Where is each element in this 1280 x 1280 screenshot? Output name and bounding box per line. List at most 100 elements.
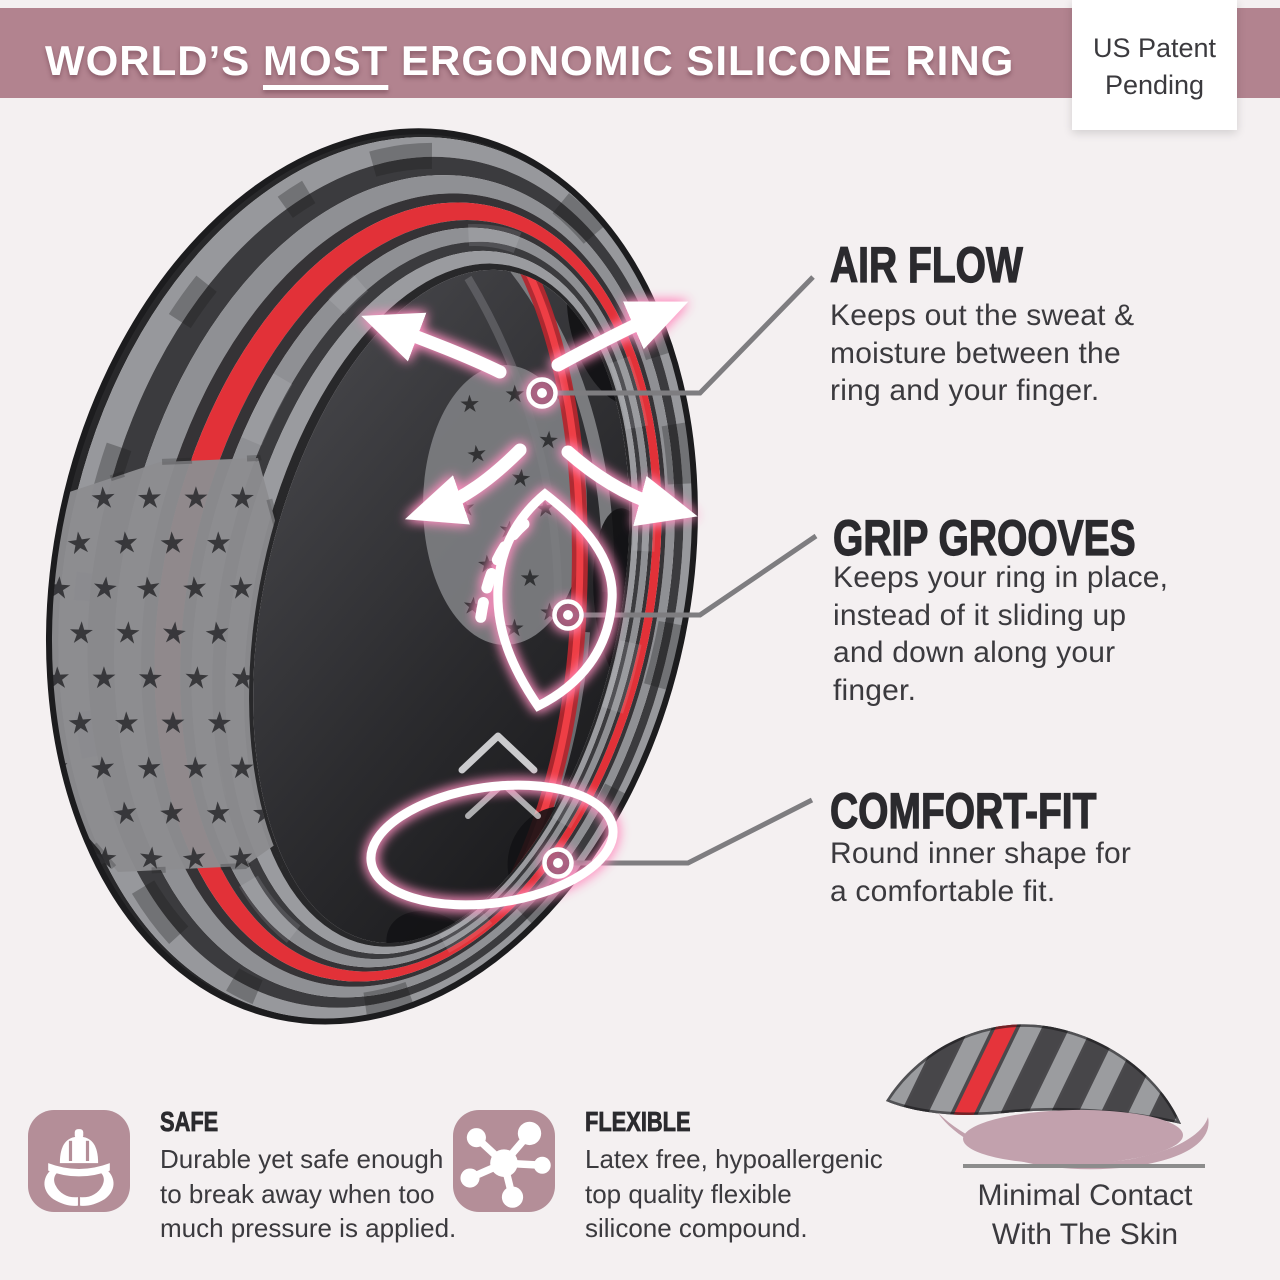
ring-inner-wall: ★★★★★★★★★★★★★★: [386, 234, 663, 978]
svg-text:★: ★: [453, 493, 477, 523]
feature-title-comfort-fit: COMFORT-FIT: [829, 783, 1097, 839]
molecule-icon: [460, 1121, 551, 1208]
svg-text:★: ★: [133, 569, 165, 607]
svg-text:★: ★: [136, 481, 164, 517]
svg-text:★: ★: [461, 591, 485, 621]
callout-line-air-flow: [542, 275, 815, 396]
svg-text:★: ★: [205, 526, 233, 562]
svg-text:★: ★: [251, 796, 279, 832]
svg-text:★: ★: [205, 706, 233, 742]
svg-text:★: ★: [249, 615, 279, 653]
svg-text:★: ★: [458, 390, 480, 419]
svg-text:★: ★: [485, 642, 507, 670]
svg-text:★: ★: [136, 840, 166, 878]
feature-desc-comfort-fit: Round inner shape for a comfortable fit.: [830, 837, 1132, 908]
svg-text:★: ★: [44, 661, 72, 697]
svg-text:★: ★: [271, 659, 303, 697]
svg-text:★: ★: [90, 840, 119, 877]
benefit-title-safe: SAFE: [160, 1106, 219, 1137]
cross-section-inner-face: [963, 1109, 1183, 1165]
svg-text:★: ★: [44, 570, 73, 607]
svg-text:★: ★: [274, 751, 302, 787]
svg-text:★: ★: [135, 750, 164, 787]
feature-desc-grip-grooves: Keeps your ring in place, instead of it …: [833, 561, 1169, 707]
svg-text:★: ★: [476, 549, 499, 578]
hard-hat-hands-icon: [44, 1129, 114, 1206]
callout-line-grip-grooves: [568, 533, 818, 618]
svg-text:★: ★: [89, 480, 118, 517]
feature-title-grip-grooves: GRIP GROOVES: [832, 510, 1136, 566]
callout-markers: [526, 377, 584, 879]
grip-groove-leaf-icon: [493, 488, 617, 712]
svg-text:★: ★: [90, 570, 120, 608]
svg-text:★: ★: [158, 525, 187, 562]
svg-text:★: ★: [226, 840, 256, 878]
feature-title-air-flow: AIR FLOW: [829, 237, 1023, 293]
svg-text:★: ★: [182, 660, 211, 697]
page-title: WORLD’S MOST ERGONOMIC SILICONE RING: [45, 16, 1045, 106]
benefit-desc-safe: Durable yet safe enough to break away wh…: [160, 1144, 457, 1243]
svg-text:★: ★: [157, 795, 187, 833]
callout-marker-air-flow: [526, 377, 558, 409]
svg-text:★: ★: [538, 598, 560, 627]
svg-text:★: ★: [182, 751, 210, 787]
ring-illustration: ★★★★★★★★★★★★★★★★★★★★★★★★★★★★★★★★★★★★★★★★…: [24, 128, 698, 1025]
svg-text:★: ★: [67, 616, 95, 652]
svg-text:★: ★: [228, 481, 256, 517]
grip-groove-dashes-icon: [473, 518, 530, 638]
ring-flag-stripes: [47, 129, 697, 1024]
title-underlined-word: MOST: [262, 37, 389, 84]
benefit-desc-flexible: Latex free, hypoallergenic top quality f…: [585, 1144, 883, 1243]
svg-text:★: ★: [202, 614, 234, 652]
svg-text:★: ★: [464, 439, 489, 470]
patent-pending-badge: US Patent Pending: [1072, 0, 1237, 130]
ring-stars-canton: ★ ★ ★ ★ ★ ★ ★ ★ ★ ★ ★ ★ ★ ★ ★ ★ ★ ★ ★ ★ ★ ★ ★ ★ ★ ★ ★ ★ ★ ★ ★ ★ ★ ★ ★ ★ ★ ★ ★ ★…: [24, 454, 342, 878]
svg-text:★: ★: [183, 481, 210, 516]
callout-marker-grip-grooves: [552, 599, 584, 631]
safe-benefit-tile: [28, 1110, 130, 1212]
svg-text:★: ★: [251, 705, 280, 742]
svg-text:★: ★: [509, 463, 533, 493]
cross-section-illustration: [886, 1024, 1209, 1170]
svg-text:★: ★: [160, 706, 187, 741]
svg-text:★: ★: [228, 660, 258, 698]
feature-desc-air-flow: Keeps out the sweat & moisture between t…: [830, 299, 1135, 407]
air-flow-arrows-icon: [361, 301, 698, 527]
title-post: ERGONOMIC SILICONE RING: [388, 37, 1015, 84]
header-banner: WORLD’S MOST ERGONOMIC SILICONE RING: [0, 8, 1280, 98]
callout-marker-comfort-fit: [542, 847, 574, 879]
svg-text:★: ★: [504, 380, 526, 408]
callout-line-comfort-fit: [558, 797, 814, 866]
cross-section-caption: Minimal Contact With The Skin: [977, 1179, 1193, 1251]
grip-groove-chevron: [458, 732, 538, 774]
comfort-fit-ellipse-icon: [366, 780, 618, 910]
svg-text:★: ★: [110, 794, 142, 832]
svg-text:★: ★: [88, 750, 118, 788]
benefit-title-flexible: FLEXIBLE: [585, 1106, 691, 1137]
svg-text:★: ★: [519, 564, 541, 592]
svg-text:★: ★: [42, 480, 72, 518]
svg-text:★: ★: [64, 524, 96, 562]
svg-text:★: ★: [204, 795, 233, 832]
svg-text:★: ★: [66, 705, 95, 742]
svg-text:★: ★: [537, 425, 560, 454]
svg-text:★: ★: [497, 515, 521, 545]
svg-text:★: ★: [273, 840, 302, 877]
svg-text:★: ★: [533, 493, 557, 523]
svg-text:★: ★: [111, 525, 141, 563]
svg-text:★: ★: [179, 839, 211, 877]
cross-section-divider: [963, 1164, 1205, 1168]
svg-text:★: ★: [503, 614, 525, 643]
svg-text:★: ★: [229, 751, 256, 786]
title-pre: WORLD’S: [45, 37, 263, 84]
svg-text:★: ★: [113, 706, 141, 742]
svg-text:★: ★: [180, 570, 210, 608]
svg-text:★: ★: [91, 661, 118, 696]
grip-groove-chevron: [465, 781, 541, 819]
svg-text:★: ★: [298, 796, 325, 831]
svg-text:★: ★: [227, 570, 256, 607]
svg-text:★: ★: [136, 661, 164, 697]
flexible-benefit-tile: [453, 1110, 555, 1212]
svg-text:★: ★: [41, 749, 73, 787]
svg-text:★: ★: [113, 615, 142, 652]
